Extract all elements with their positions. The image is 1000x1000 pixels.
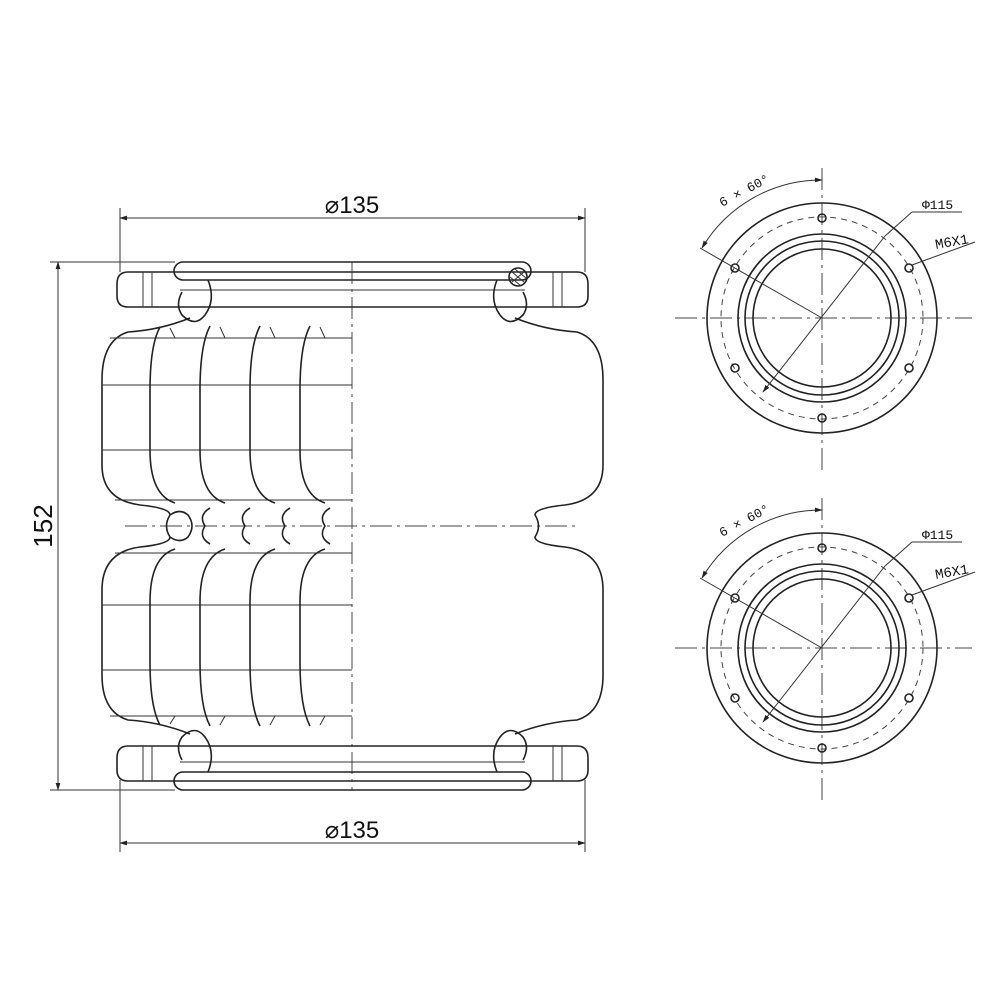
top-angle-label: 6 × 60° bbox=[717, 172, 772, 211]
bottom-bolt-circle-label: Φ115 bbox=[922, 528, 953, 543]
bottom-diameter-dimension: ⌀135 bbox=[119, 780, 586, 852]
height-dimension: 152 bbox=[28, 261, 175, 791]
bottom-flange-view: 6 × 60° Φ115 M6X1 bbox=[675, 498, 976, 800]
height-label: 152 bbox=[28, 504, 58, 547]
top-diameter-label: ⌀135 bbox=[325, 192, 380, 219]
bead-hatch-symbol bbox=[508, 267, 528, 287]
bottom-thread-label: M6X1 bbox=[934, 562, 970, 584]
bellows-body bbox=[101, 317, 604, 735]
bottom-diameter-label: ⌀135 bbox=[325, 817, 380, 844]
top-flange-view: 6 × 60° Φ115 M6X1 bbox=[675, 168, 976, 470]
bottom-angle-label: 6 × 60° bbox=[717, 502, 772, 541]
top-thread-label: M6X1 bbox=[934, 232, 970, 254]
side-view: ⌀135 ⌀135 152 bbox=[28, 192, 604, 852]
top-flange bbox=[116, 261, 589, 323]
bottom-flange bbox=[116, 729, 589, 791]
top-diameter-dimension: ⌀135 bbox=[119, 192, 586, 272]
top-bolt-circle-label: Φ115 bbox=[922, 198, 953, 213]
